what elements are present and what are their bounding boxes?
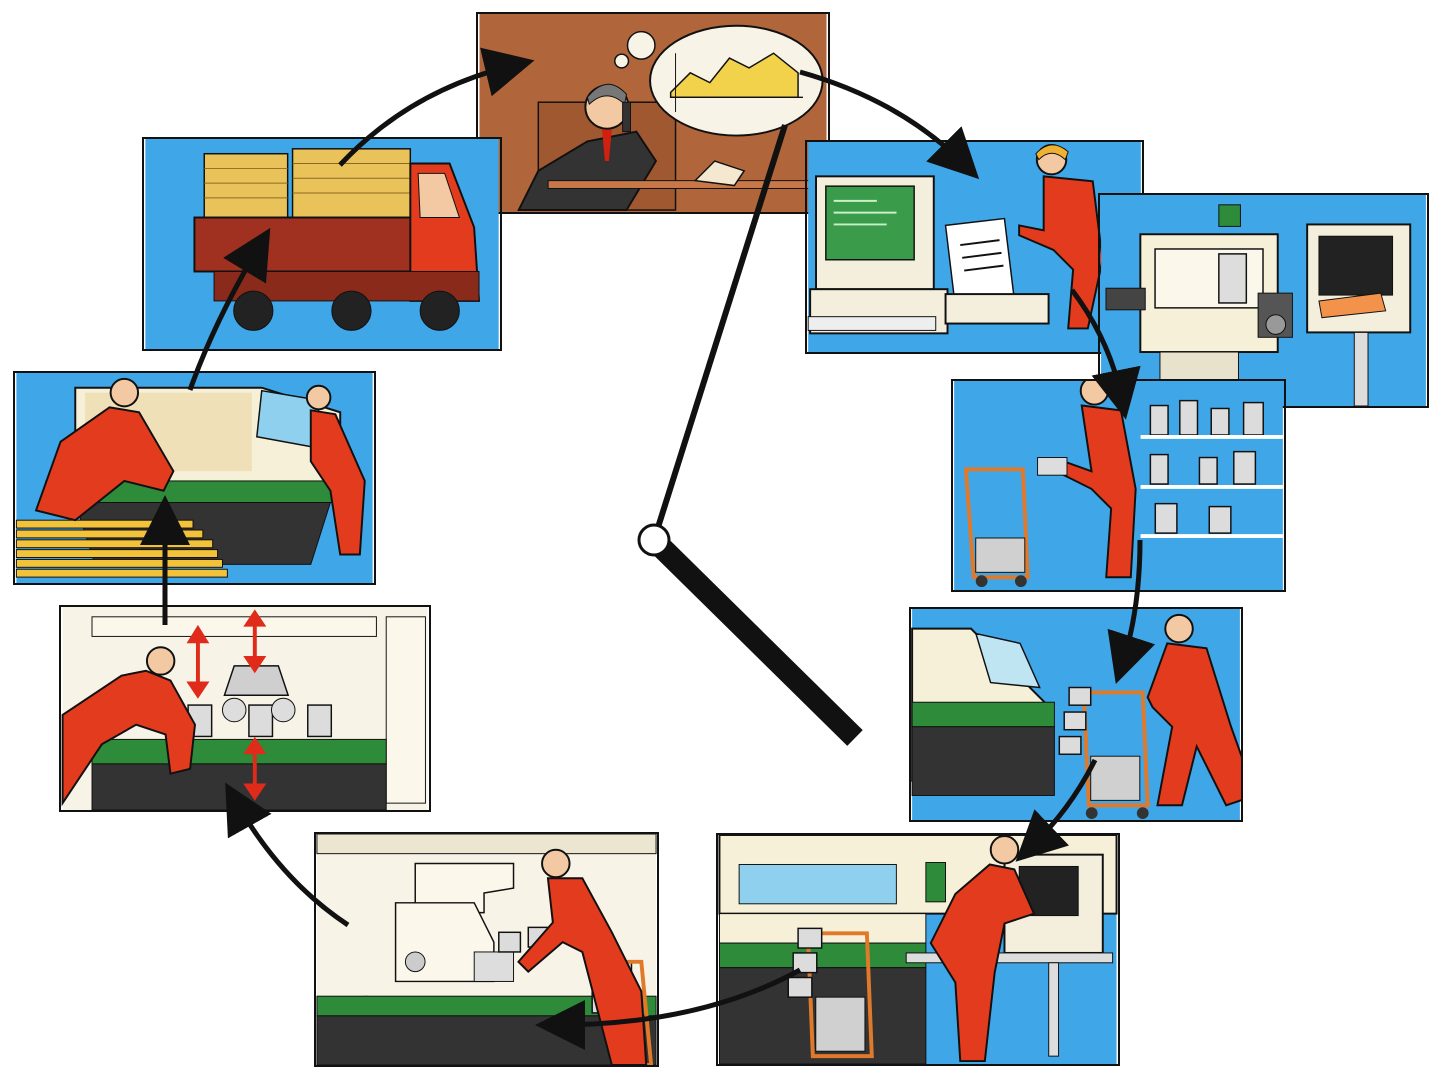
clock-minute-hand	[651, 124, 788, 541]
cnc-machine-illustration	[1101, 195, 1426, 406]
clock-hour-hand	[646, 532, 863, 746]
workers-feeding-lumber-illustration	[15, 373, 373, 583]
clock-center-pivot	[637, 523, 671, 557]
panel-finish	[13, 371, 376, 585]
worker-adjusting-heads-illustration	[61, 607, 428, 810]
panel-cnc-machine	[1098, 193, 1429, 408]
panel-inspect	[59, 605, 431, 812]
